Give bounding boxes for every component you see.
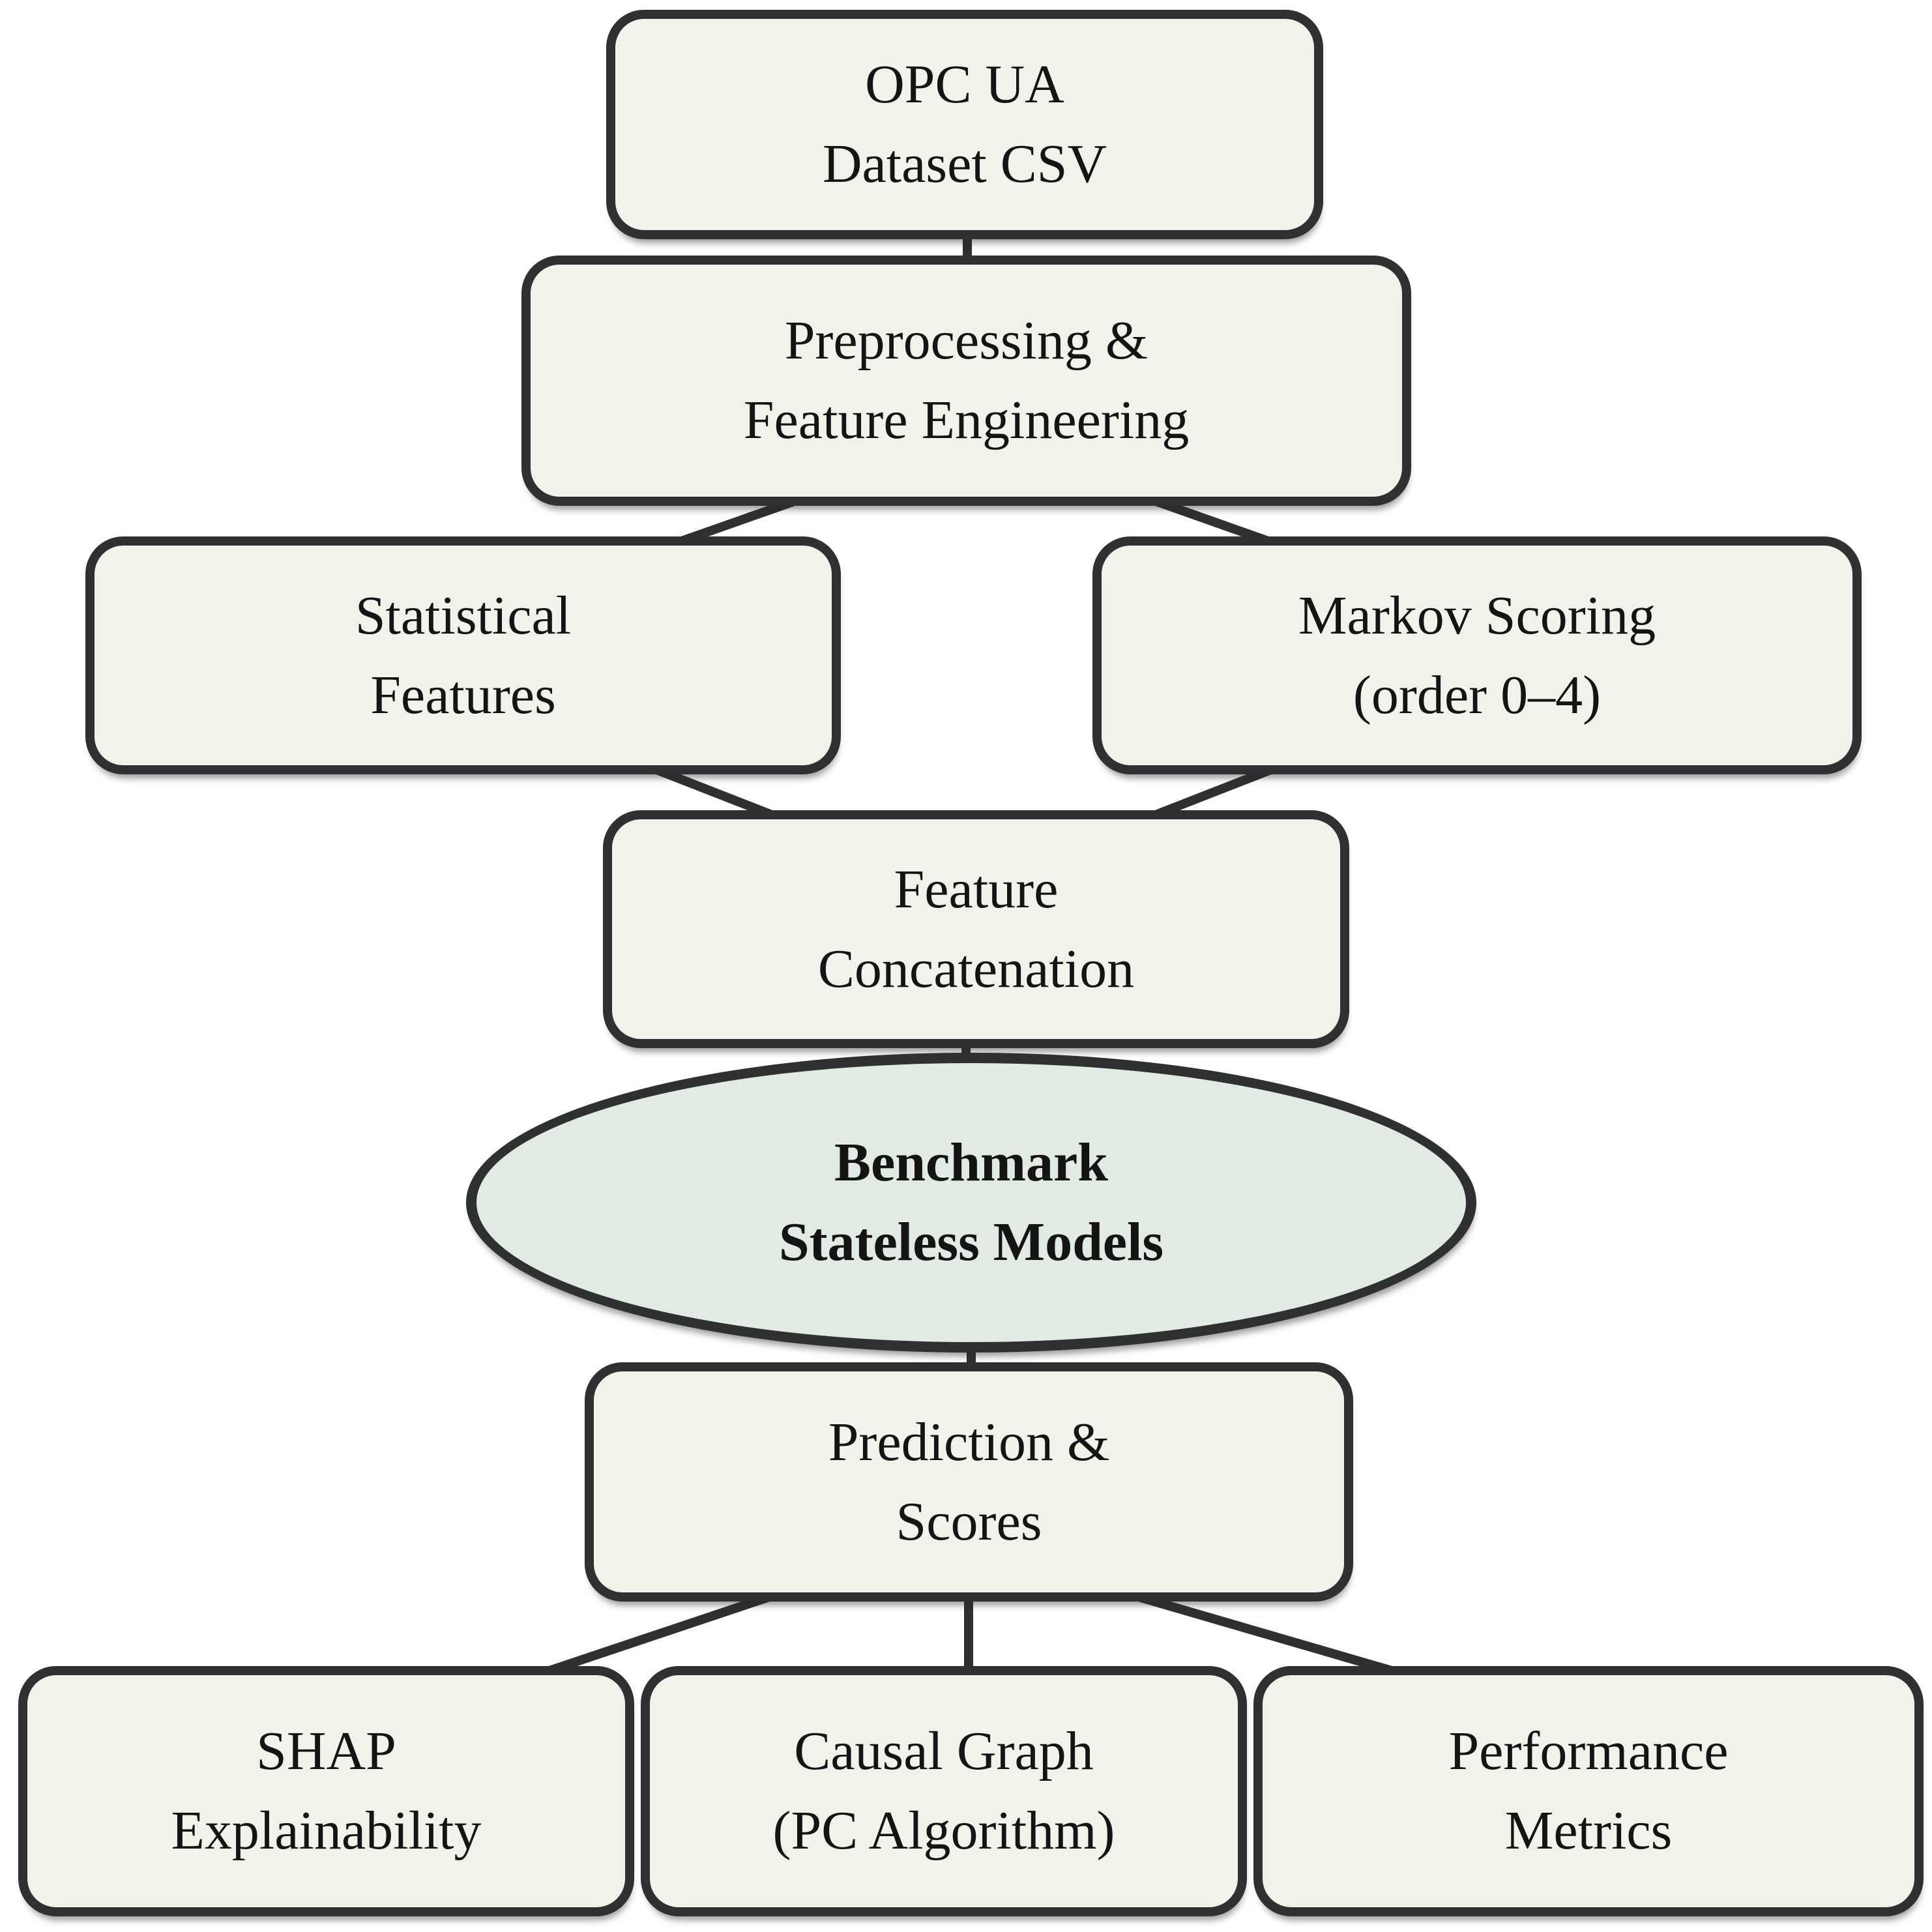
node-performance-metrics: Performance Metrics xyxy=(1253,1666,1924,1916)
node-causal-graph-pc-algorithm: Causal Graph (PC Algorithm) xyxy=(641,1666,1247,1916)
node-label: Performance Metrics xyxy=(1448,1721,1729,1861)
node-prediction-scores: Prediction & Scores xyxy=(585,1362,1353,1602)
node-benchmark-stateless-models: Benchmark Stateless Models xyxy=(466,1053,1476,1353)
edge-pred-metrics xyxy=(1134,1592,1407,1678)
edge-pred-shap xyxy=(535,1592,774,1678)
node-preprocessing-feature-engineering: Preprocessing & Feature Engineering xyxy=(521,256,1411,506)
node-label: Causal Graph (PC Algorithm) xyxy=(772,1721,1115,1861)
node-markov-scoring: Markov Scoring (order 0–4) xyxy=(1092,536,1862,774)
node-label: Benchmark Stateless Models xyxy=(778,1132,1164,1272)
node-label: Prediction & Scores xyxy=(828,1411,1110,1552)
node-label: Preprocessing & Feature Engineering xyxy=(743,310,1190,450)
node-label: OPC UA Dataset CSV xyxy=(822,54,1107,194)
node-label: Markov Scoring (order 0–4) xyxy=(1298,585,1656,725)
node-label: SHAP Explainability xyxy=(171,1721,482,1861)
node-statistical-features: Statistical Features xyxy=(85,536,841,774)
edge-stat-concat xyxy=(654,766,776,819)
node-label: Statistical Features xyxy=(355,585,572,725)
node-feature-concatenation: Feature Concatenation xyxy=(603,810,1349,1048)
node-shap-explainability: SHAP Explainability xyxy=(18,1666,634,1916)
edge-markov-concat xyxy=(1151,766,1274,819)
edge-prep-stat xyxy=(673,497,797,547)
edge-prep-markov xyxy=(1153,497,1276,547)
node-opc-ua-dataset-csv: OPC UA Dataset CSV xyxy=(606,10,1323,239)
node-label: Feature Concatenation xyxy=(817,858,1135,999)
